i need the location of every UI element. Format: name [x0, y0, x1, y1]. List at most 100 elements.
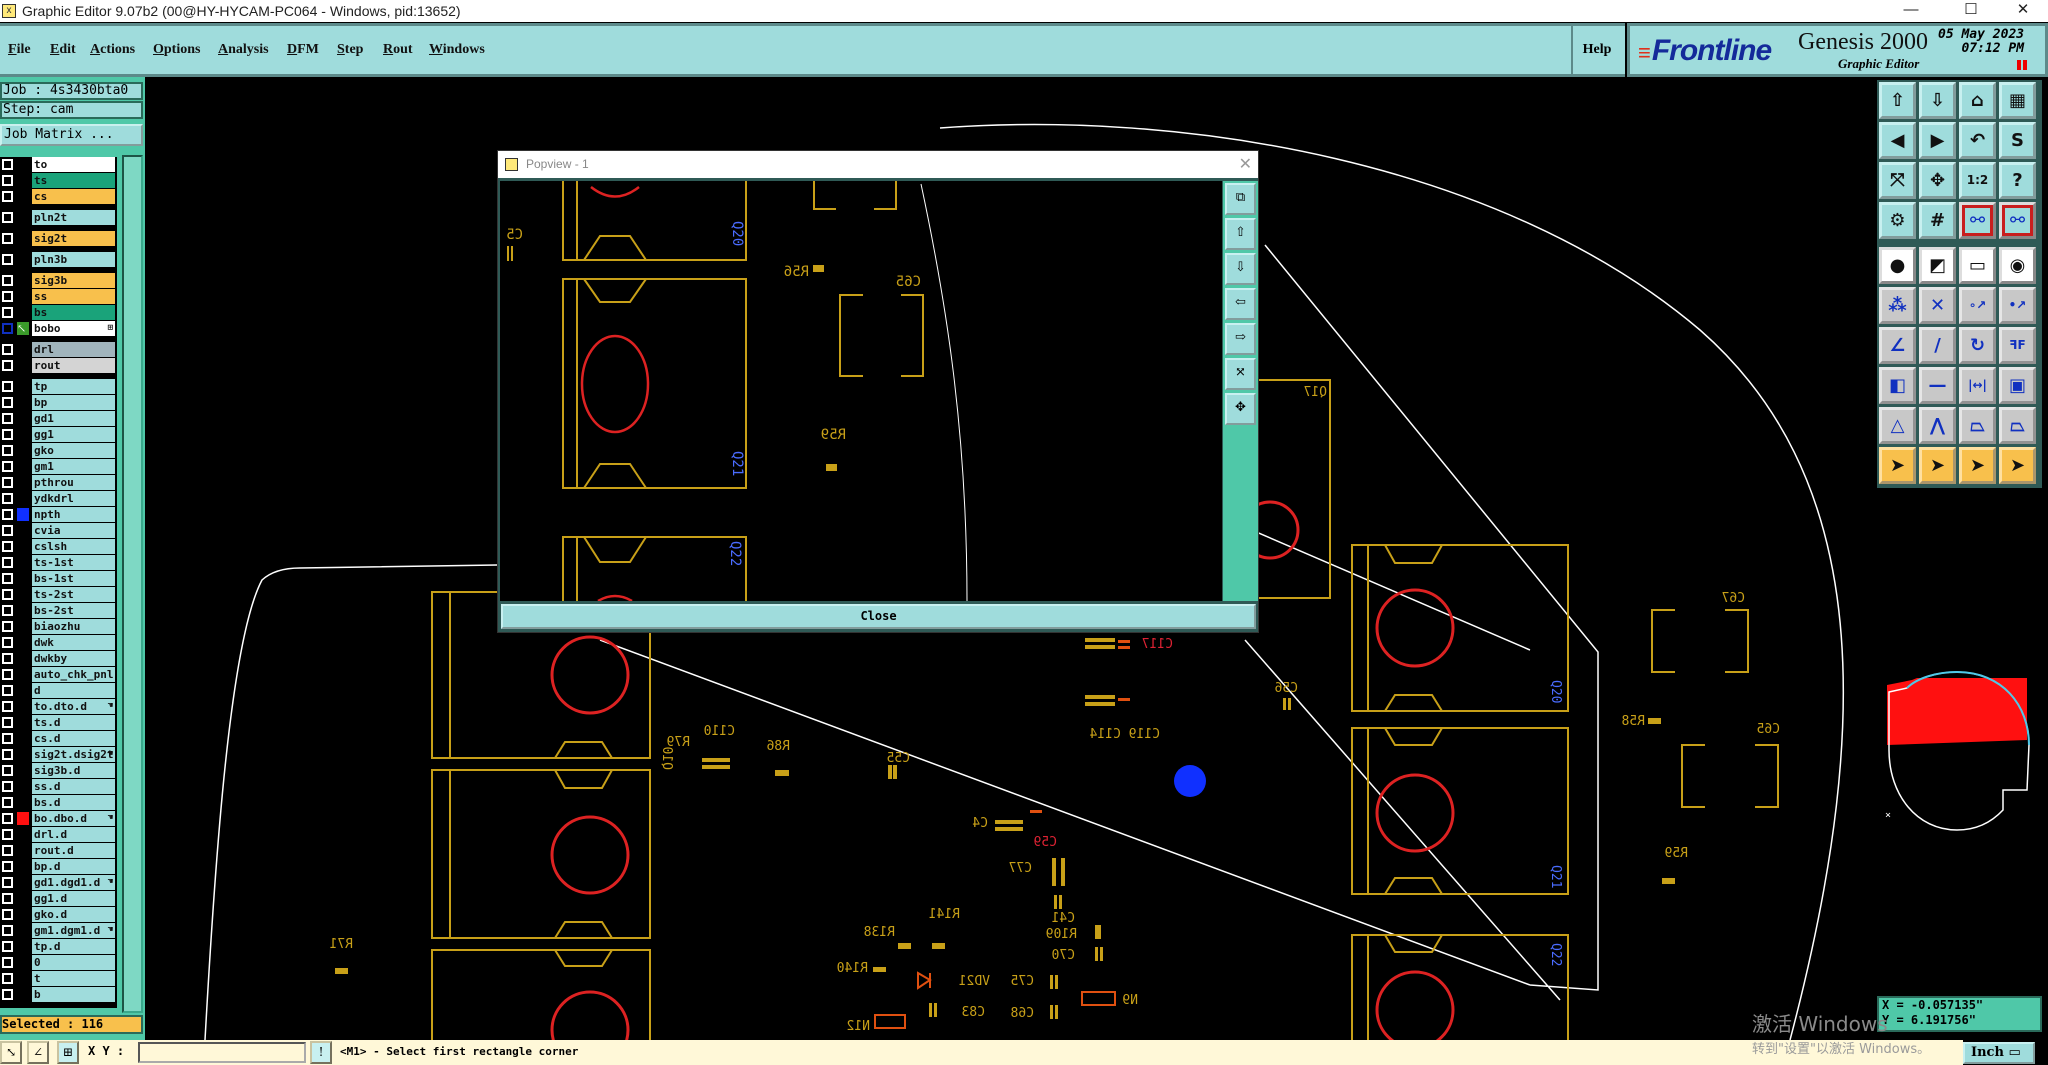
layer-checkbox[interactable] — [2, 941, 13, 952]
layer-row-bs-1st[interactable]: bs-1st — [0, 571, 117, 586]
layer-name[interactable]: bs-1st — [32, 571, 115, 586]
layer-row-gko[interactable]: gko — [0, 443, 117, 458]
netlist-alt-icon[interactable]: ⚯ — [1999, 202, 2036, 239]
layer-checkbox[interactable] — [2, 653, 13, 664]
move-point-alt-icon[interactable]: •↗ — [1999, 287, 2036, 324]
mirror-icon[interactable]: ꟻF — [1999, 327, 2036, 364]
layer-checkbox[interactable] — [2, 781, 13, 792]
pan-right-icon[interactable]: ▶ — [1919, 122, 1956, 159]
minimize-button[interactable]: — — [1903, 1, 1919, 18]
maximize-button[interactable]: ☐ — [1964, 1, 1978, 18]
layer-row-bs-2st[interactable]: bs-2st — [0, 603, 117, 618]
layer-name[interactable]: gko — [32, 443, 115, 458]
layer-name[interactable]: gg1.d — [32, 891, 115, 906]
layer-name[interactable]: rout — [32, 358, 115, 373]
select-pointer-icon[interactable]: ➤ — [1879, 447, 1916, 484]
layer-name[interactable]: gm1.dgm1.d☚ — [32, 923, 115, 938]
layer-name[interactable]: gko.d — [32, 907, 115, 922]
layer-row-rout.d[interactable]: rout.d — [0, 843, 117, 858]
menu-dfm[interactable]: DFM — [287, 42, 319, 57]
popview-pan-left-icon[interactable]: ⇦ — [1225, 288, 1256, 320]
feature-info-icon[interactable]: ● — [1879, 247, 1916, 284]
alert-icon[interactable]: ! — [310, 1041, 332, 1064]
layer-checkbox[interactable] — [2, 669, 13, 680]
layer-checkbox[interactable] — [2, 233, 13, 244]
layer-row-pln2t[interactable]: pln2t — [0, 210, 117, 225]
layer-checkbox[interactable] — [2, 413, 13, 424]
menu-options[interactable]: Options — [153, 42, 201, 57]
layer-checkbox[interactable] — [2, 493, 13, 504]
layer-row-ydkdrl[interactable]: ydkdrl — [0, 491, 117, 506]
layer-name[interactable]: to.dto.d☚ — [32, 699, 115, 714]
layer-name[interactable]: cs.d — [32, 731, 115, 746]
layer-checkbox[interactable] — [2, 461, 13, 472]
grid-window-icon[interactable]: ▦ — [1999, 82, 2036, 119]
layer-row-to.d[interactable]: to.dto.d☚ — [0, 699, 117, 714]
layer-checkbox[interactable] — [2, 509, 13, 520]
menu-rout[interactable]: Rout — [383, 42, 413, 57]
popview-zoom-out-icon[interactable]: ⇩ — [1225, 253, 1256, 285]
layer-row-gg1.d[interactable]: gg1.d — [0, 891, 117, 906]
layer-name[interactable]: sig2t.dsig2t.d☚ — [32, 747, 115, 762]
move-pad-icon[interactable]: ◧ — [1879, 367, 1916, 404]
overview-minimap[interactable]: × — [1877, 650, 2042, 840]
pan-left-icon[interactable]: ◀ — [1879, 122, 1916, 159]
layer-name[interactable]: gm1 — [32, 459, 115, 474]
layer-checkbox[interactable] — [2, 557, 13, 568]
layer-checkbox[interactable] — [2, 175, 13, 186]
popview-zoom-in-icon[interactable]: ⇧ — [1225, 218, 1256, 250]
netlist-icon[interactable]: ⚯ — [1959, 202, 1996, 239]
layer-row-tp.d[interactable]: tp.d — [0, 939, 117, 954]
layer-row-gko.d[interactable]: gko.d — [0, 907, 117, 922]
menu-file[interactable]: File — [8, 42, 31, 57]
select-box-icon[interactable]: ➤ — [1919, 447, 1956, 484]
layer-checkbox[interactable] — [2, 589, 13, 600]
layer-checkbox[interactable] — [2, 989, 13, 1000]
layer-row-npth[interactable]: npth — [0, 507, 117, 522]
layer-name[interactable]: npth — [32, 507, 115, 522]
layer-checkbox[interactable] — [2, 397, 13, 408]
layer-checkbox[interactable] — [2, 254, 13, 265]
line-icon[interactable]: / — [1919, 327, 1956, 364]
snake-icon[interactable]: S — [1999, 122, 2036, 159]
layer-row-gd1[interactable]: gd1 — [0, 411, 117, 426]
minimap-close-icon[interactable]: × — [1885, 810, 1891, 821]
layer-checkbox[interactable] — [2, 429, 13, 440]
angle-icon[interactable]: ∠ — [27, 1041, 49, 1064]
grid-icon[interactable]: # — [1919, 202, 1956, 239]
segment-icon[interactable]: — — [1919, 367, 1956, 404]
popview-titlebar[interactable]: Popview - 1 ✕ — [498, 151, 1258, 178]
layer-name[interactable]: sig2t — [32, 231, 115, 246]
layer-row-auto_chk_pnl[interactable]: auto_chk_pnl — [0, 667, 117, 682]
layer-row-sig3b.d[interactable]: sig3b.d — [0, 763, 117, 778]
layer-row-bo.d[interactable]: bo.dbo.d☚ — [0, 811, 117, 826]
layer-checkbox[interactable] — [2, 360, 13, 371]
layer-name[interactable]: bp.d — [32, 859, 115, 874]
layer-name[interactable]: cslsh — [32, 539, 115, 554]
layer-row-ss.d[interactable]: ss.d — [0, 779, 117, 794]
layer-row-ts-1st[interactable]: ts-1st — [0, 555, 117, 570]
help-icon[interactable]: ? — [1999, 162, 2036, 199]
layer-name[interactable]: sig3b.d — [32, 763, 115, 778]
layer-checkbox[interactable] — [2, 749, 13, 760]
layer-name[interactable]: bs.d — [32, 795, 115, 810]
layer-name[interactable]: rout.d — [32, 843, 115, 858]
layer-checkbox[interactable] — [2, 477, 13, 488]
angle-line-icon[interactable]: ∠ — [1879, 327, 1916, 364]
layer-name[interactable]: ydkdrl — [32, 491, 115, 506]
layer-name[interactable]: biaozhu — [32, 619, 115, 634]
menu-step[interactable]: Step — [337, 42, 364, 57]
layer-checkbox[interactable] — [2, 733, 13, 744]
layer-name[interactable]: cs — [32, 189, 115, 204]
layer-checkbox[interactable] — [2, 925, 13, 936]
layer-row-dwk[interactable]: dwk — [0, 635, 117, 650]
layer-name[interactable]: tp.d — [32, 939, 115, 954]
layer-row-gg1[interactable]: gg1 — [0, 427, 117, 442]
layer-row-cs[interactable]: cs — [0, 189, 117, 204]
layer-name[interactable]: bs — [32, 305, 115, 320]
select-net-icon[interactable]: ➤ — [1999, 447, 2036, 484]
layer-row-biaozhu[interactable]: biaozhu — [0, 619, 117, 634]
layer-checkbox[interactable] — [2, 973, 13, 984]
layer-name[interactable]: t — [32, 971, 115, 986]
layer-row-bp.d[interactable]: bp.d — [0, 859, 117, 874]
